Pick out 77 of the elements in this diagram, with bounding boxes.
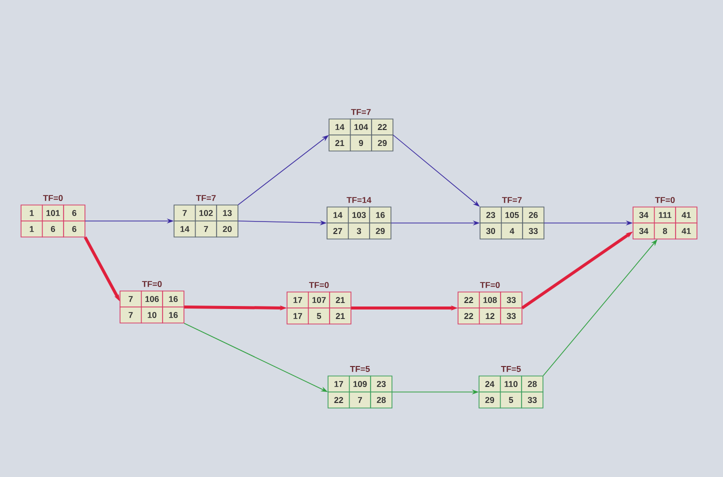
table-cell: 5 (500, 392, 522, 408)
float-label: TF=5 (501, 366, 521, 372)
float-label: TF=0 (309, 282, 329, 288)
table-cell: 22 (371, 118, 394, 136)
table-cell: 28 (521, 376, 544, 392)
table-cell: 41 (675, 206, 698, 224)
table-cell: 108 (478, 292, 502, 308)
table-cell: 16 (162, 306, 184, 324)
table-cell: 22 (458, 308, 480, 324)
table-cell: 29 (371, 134, 394, 152)
table-cell: 7 (348, 392, 372, 408)
table-cell: 1 (20, 204, 43, 222)
table-cell: 23 (370, 376, 392, 392)
table-cell: 21 (328, 134, 351, 152)
table-cell: 110 (500, 376, 522, 392)
table-cell: 13 (216, 204, 238, 222)
table-cell: 22 (328, 392, 350, 408)
table-cell: 3 (348, 222, 370, 240)
table-cell: 14 (326, 206, 349, 224)
table-cell: 23 (480, 206, 502, 224)
float-label: TF=7 (196, 195, 216, 201)
table-cell: 6 (63, 220, 86, 238)
table-cell: 10 (140, 306, 164, 324)
table-cell: 16 (369, 206, 392, 224)
table-cell: 4 (500, 222, 524, 240)
float-label: TF=0 (43, 195, 63, 201)
table-cell: 33 (522, 222, 544, 240)
table-cell: 7 (174, 204, 196, 222)
table-cell: 22 (458, 292, 480, 308)
table-cell: 104 (350, 118, 372, 136)
float-label: TF=0 (480, 282, 500, 288)
table-cell: 20 (216, 220, 238, 238)
table-cell: 17 (286, 308, 309, 324)
table-cell: 7 (120, 290, 142, 308)
table-cell: 102 (194, 204, 218, 222)
table-cell: 105 (500, 206, 524, 224)
table-cell: 17 (286, 292, 309, 308)
float-label: TF=5 (350, 366, 370, 372)
table-cell: 106 (140, 290, 164, 308)
table-cell: 12 (478, 308, 502, 324)
float-label: TF=14 (346, 197, 372, 203)
table-cell: 16 (162, 290, 184, 308)
float-label: TF=0 (655, 197, 675, 203)
table-cell: 8 (654, 222, 676, 240)
table-cell: 29 (369, 222, 392, 240)
float-label: TF=7 (351, 109, 371, 115)
table-cell: 28 (370, 392, 392, 408)
table-cell: 103 (348, 206, 370, 224)
table-cell: 14 (174, 220, 196, 238)
table-cell: 7 (120, 306, 142, 324)
table-cell: 7 (194, 220, 218, 238)
table-cell: 14 (328, 118, 351, 136)
table-cell: 30 (480, 222, 502, 240)
table-cell: 21 (329, 292, 352, 308)
float-label: TF=7 (502, 197, 522, 203)
table-cell: 27 (326, 222, 349, 240)
table-cell: 33 (521, 392, 544, 408)
table-cell: 107 (308, 292, 330, 308)
table-cell: 21 (329, 308, 352, 324)
table-cell: 29 (478, 392, 501, 408)
table-cell: 101 (42, 204, 64, 222)
table-cell: 34 (632, 222, 655, 240)
table-cell: 111 (654, 206, 676, 224)
table-cell: 109 (348, 376, 372, 392)
table-cell: 33 (500, 308, 522, 324)
table-cell: 34 (632, 206, 655, 224)
table-cell: 6 (63, 204, 86, 222)
table-cell: 9 (350, 134, 372, 152)
table-cell: 24 (478, 376, 501, 392)
float-label: TF=0 (142, 281, 162, 287)
table-cell: 41 (675, 222, 698, 240)
table-cell: 17 (328, 376, 350, 392)
table-cell: 6 (42, 220, 64, 238)
table-cell: 1 (20, 220, 43, 238)
table-cell: 26 (522, 206, 544, 224)
table-cell: 5 (308, 308, 330, 324)
table-cell: 33 (500, 292, 522, 308)
